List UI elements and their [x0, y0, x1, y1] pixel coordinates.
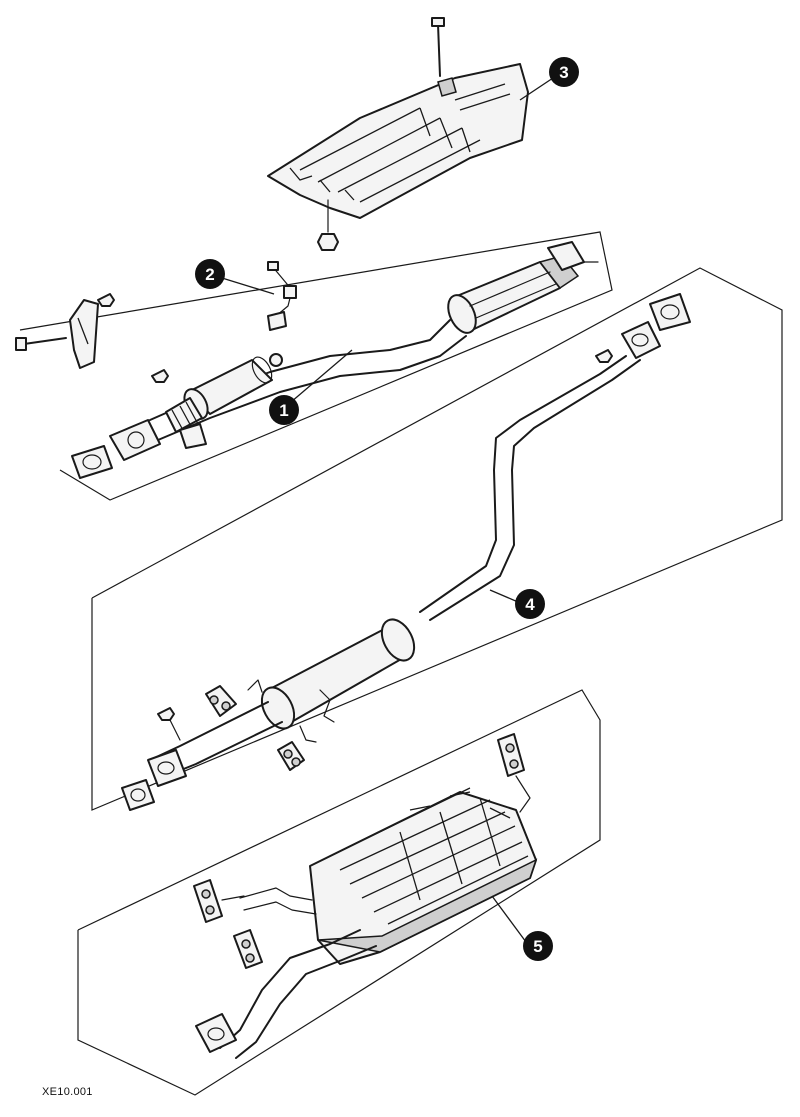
center-pipe-assembly — [121, 293, 691, 811]
leader-lines — [221, 75, 557, 943]
rear-group-outline — [77, 689, 601, 1096]
shield-bolt — [437, 23, 441, 77]
center-gasket-front — [121, 779, 155, 811]
center-gasket-top — [649, 293, 691, 331]
callout-4: 4 — [515, 589, 545, 619]
callout-5-label: 5 — [533, 937, 542, 956]
diagram-code: XE10.001 — [42, 1086, 93, 1098]
callout-2: 2 — [195, 259, 225, 289]
heat-shield — [267, 17, 529, 251]
group-outlines — [19, 231, 783, 1096]
callout-1-label: 1 — [279, 401, 288, 420]
rubber-hanger-lower — [277, 741, 305, 771]
rubber-hanger-rear-left — [193, 879, 245, 923]
callout-3: 3 — [549, 57, 579, 87]
callout-2-label: 2 — [205, 265, 214, 284]
callout-5: 5 — [523, 931, 553, 961]
front-gasket — [71, 445, 113, 479]
rubber-hanger-upper — [205, 685, 237, 717]
callout-4-label: 4 — [525, 595, 535, 614]
center-group-outline — [91, 267, 783, 811]
bracket-bolt — [23, 337, 67, 345]
rubber-hanger-rear-bottom — [233, 929, 263, 969]
oxygen-sensor — [267, 261, 297, 331]
rear-muffler-assembly — [193, 733, 538, 1059]
callout-1: 1 — [269, 395, 299, 425]
front-pipe-assembly — [15, 241, 599, 479]
shield-nut — [317, 233, 339, 251]
callout-3-label: 3 — [559, 63, 568, 82]
front-group-outline — [19, 231, 613, 501]
rubber-hanger-rear-top — [497, 733, 531, 813]
